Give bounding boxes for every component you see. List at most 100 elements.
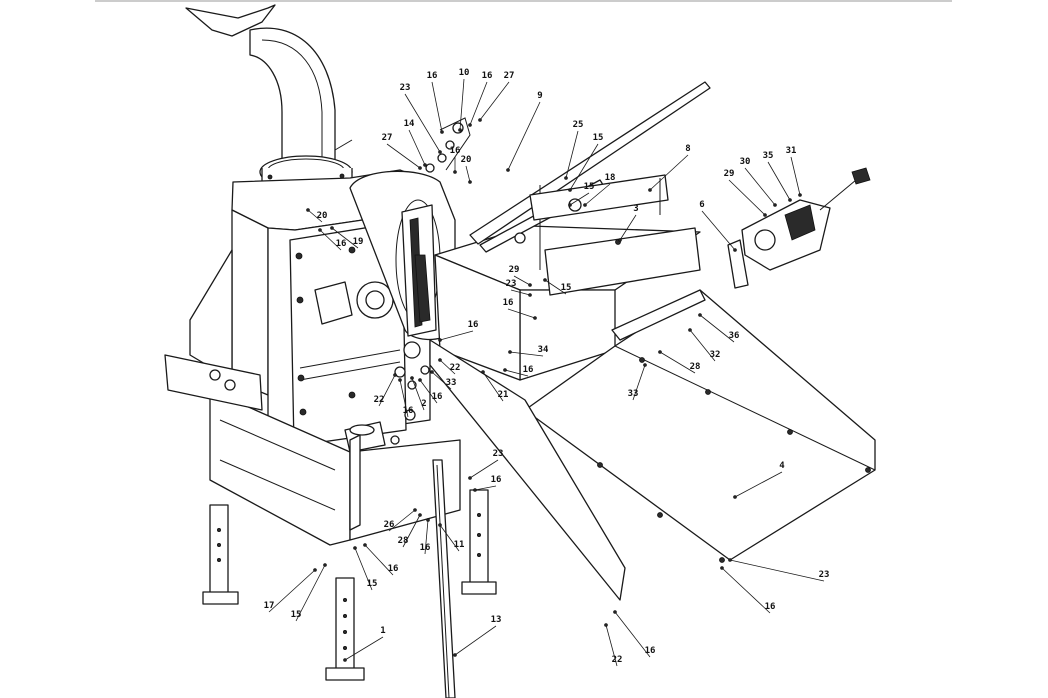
callout-label-c-15d: 15	[367, 579, 378, 589]
callout-label-c-26: 26	[384, 520, 395, 530]
leader-line-c-14a	[408, 129, 426, 166]
leader-line-c-32	[689, 329, 716, 362]
callout-label-c-16d: 16	[336, 239, 347, 249]
leader-line-c-22b	[378, 374, 396, 407]
callout-label-c-6: 6	[699, 200, 704, 210]
leader-dot-c-16c	[453, 170, 457, 174]
leader-line-c-19	[331, 227, 359, 249]
callout-label-c-23c: 23	[493, 449, 504, 459]
leader-line-c-16m	[721, 567, 771, 614]
leader-dot-c-16n	[613, 610, 617, 614]
callout-label-c-2: 2	[421, 399, 426, 409]
callout-label-c-30: 30	[740, 157, 751, 167]
leader-dot-c-15c	[543, 278, 547, 282]
leader-dot-c-16b	[468, 123, 472, 127]
leader-dot-c-16j	[473, 488, 477, 492]
callout-label-c-28b: 28	[398, 536, 409, 546]
leader-dot-c-17	[313, 568, 317, 572]
leader-line-c-16j	[474, 485, 497, 491]
control-rod	[432, 459, 456, 698]
leader-dot-c-31	[798, 193, 802, 197]
leader-line-c-22	[439, 359, 456, 375]
leader-dot-c-29b	[528, 283, 532, 287]
callout-label-c-15c: 15	[561, 283, 572, 293]
leader-line-c-16k	[424, 519, 429, 555]
leader-dot-c-6	[733, 248, 737, 252]
callout-label-c-21: 21	[498, 390, 509, 400]
leader-dot-c-16k	[426, 518, 430, 522]
leader-dot-c-4	[733, 495, 737, 499]
leader-line-c-25	[565, 130, 579, 179]
leader-line-c-22c	[605, 624, 618, 667]
leader-dot-c-18a	[583, 203, 587, 207]
leader-line-c-27b	[386, 143, 421, 169]
leader-dot-c-22c	[604, 623, 608, 627]
callout-label-c-20b: 20	[317, 211, 328, 221]
callout-label-c-34: 34	[538, 345, 549, 355]
leader-line-c-15a	[569, 143, 599, 191]
leader-dot-c-22	[438, 358, 442, 362]
control-lever-arm	[469, 81, 711, 270]
leader-line-c-3	[619, 214, 637, 241]
leader-dot-c-16m	[720, 566, 724, 570]
callout-label-c-3: 3	[633, 204, 638, 214]
leader-line-c-16l	[364, 544, 394, 576]
leader-dot-c-26	[413, 508, 417, 512]
leader-dot-c-35	[788, 198, 792, 202]
leader-dot-c-33b	[430, 370, 434, 374]
leader-line-c-16f	[439, 330, 474, 341]
hydraulic-valve	[727, 167, 871, 289]
leader-dot-c-25	[564, 176, 568, 180]
leader-line-c-10	[459, 78, 465, 131]
callout-label-c-16m: 16	[765, 602, 776, 612]
callout-label-c-23d: 23	[819, 570, 830, 580]
leader-line-c-16b	[469, 81, 488, 126]
callout-label-c-15a: 15	[593, 133, 604, 143]
leader-dot-c-15e	[323, 563, 327, 567]
leader-dot-c-36	[698, 313, 702, 317]
callout-label-c-18a: 18	[605, 173, 616, 183]
callout-label-c-29: 29	[724, 169, 735, 179]
leader-line-c-9	[507, 101, 541, 171]
callout-label-c-14a: 14	[404, 119, 415, 129]
discharge-chute	[185, 4, 353, 201]
leader-line-c-16e	[507, 308, 536, 319]
callout-label-c-16b: 16	[482, 71, 493, 81]
callout-label-c-17: 17	[264, 601, 275, 611]
leader-dot-c-30	[773, 203, 777, 207]
callout-label-c-16a: 16	[427, 71, 438, 81]
leader-dot-c-15d	[353, 546, 357, 550]
leader-dot-c-23a	[438, 150, 442, 154]
callout-label-c-16c: 16	[450, 146, 461, 156]
leader-dot-c-16g	[503, 368, 507, 372]
leader-line-c-21	[482, 371, 504, 402]
callout-label-c-10: 10	[459, 68, 470, 78]
leader-line-c-16g	[504, 369, 529, 377]
callout-label-c-15e: 15	[291, 610, 302, 620]
leader-dot-c-16i	[398, 378, 402, 382]
leader-line-c-23a	[404, 93, 441, 153]
leader-line-c-28	[659, 351, 696, 374]
leader-dot-c-16a	[440, 130, 444, 134]
callout-label-c-27a: 27	[504, 71, 515, 81]
callout-label-c-31: 31	[786, 146, 797, 156]
leader-line-c-30	[744, 167, 776, 206]
leader-line-c-35	[767, 161, 791, 201]
leader-dot-c-21	[481, 370, 485, 374]
leader-line-c-31	[790, 156, 801, 196]
leader-line-c-13	[454, 625, 497, 656]
leader-line-c-16n	[614, 611, 651, 658]
stand-legs	[202, 489, 497, 681]
leader-dot-c-16l	[363, 543, 367, 547]
leader-dot-c-34	[508, 350, 512, 354]
leader-dot-c-15b	[568, 203, 572, 207]
leader-line-c-1	[344, 636, 384, 661]
callout-label-c-13: 13	[491, 615, 502, 625]
leader-dot-c-20b	[306, 208, 310, 212]
callout-label-c-25: 25	[573, 120, 584, 130]
leader-line-c-20b	[307, 209, 323, 223]
leader-dot-c-19	[330, 226, 334, 230]
callout-label-c-35: 35	[763, 151, 774, 161]
